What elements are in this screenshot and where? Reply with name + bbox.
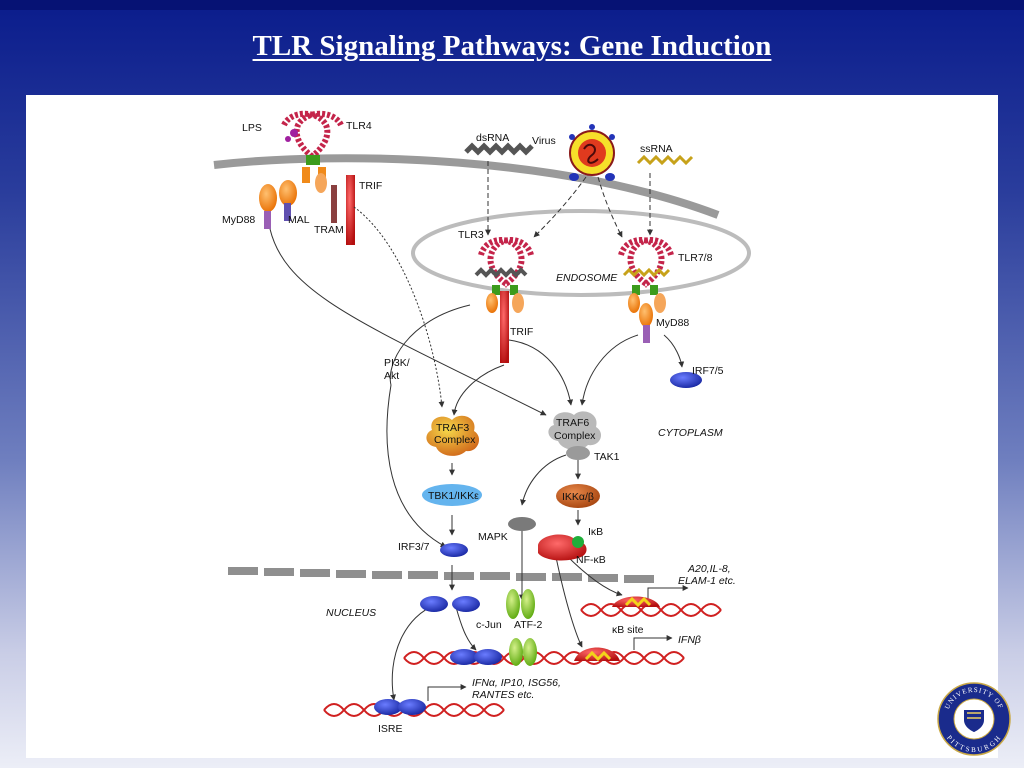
irf-dimer — [420, 596, 480, 612]
isre-irf-dimer — [374, 699, 426, 715]
slide-title: TLR Signaling Pathways: Gene Induction — [252, 30, 772, 62]
signaling-arrows — [269, 161, 685, 701]
dna-ifnb — [403, 651, 685, 665]
trif-endosome-bar — [500, 291, 509, 363]
university-seal-logo: UNIVERSITY OF PITTSBURGH — [937, 682, 1011, 756]
virus-particle — [569, 124, 615, 181]
mapk-protein — [508, 517, 536, 531]
label-tbk1: TBK1/IKKε — [428, 490, 479, 502]
label-isre: ISRE — [378, 723, 403, 735]
cell-membrane — [213, 154, 720, 219]
label-rantes: RANTES etc. — [472, 689, 534, 701]
label-cytoplasm: CYTOPLASM — [658, 427, 723, 439]
traf6-complex-shape — [548, 411, 602, 450]
label-tlr3: TLR3 — [458, 229, 484, 241]
label-traf6-complex: Complex — [554, 430, 596, 442]
label-elam1: ELAM-1 etc. — [678, 575, 736, 587]
ifnb-enhanceosome — [450, 638, 620, 666]
label-ikk: IKKα/β — [562, 491, 594, 503]
label-ifna-genes: IFNα, IP10, ISG56, — [472, 677, 561, 689]
label-a20: A20,IL-8, — [687, 563, 731, 575]
tlr78-receptor — [618, 237, 674, 343]
label-traf3: TRAF3 — [436, 422, 469, 434]
ikk-protein — [556, 484, 600, 508]
label-trif-endosome: TRIF — [510, 326, 533, 338]
irf37-protein — [440, 543, 468, 557]
label-kb-site: κB site — [612, 624, 644, 636]
label-cjun: c-Jun — [476, 619, 502, 631]
label-myd88-endosome: MyD88 — [656, 317, 689, 329]
dsrna-strand — [464, 142, 534, 156]
label-ssrna: ssRNA — [640, 143, 673, 155]
label-mal: MAL — [288, 214, 310, 226]
label-traf6: TRAF6 — [556, 417, 589, 429]
label-nfkb: NF-κB — [576, 554, 606, 566]
label-dsrna: dsRNA — [476, 132, 509, 144]
irf75-protein — [670, 372, 702, 388]
top-band — [0, 0, 1024, 10]
label-ikb: IκB — [588, 526, 603, 538]
endosome-membrane — [411, 209, 751, 297]
kb-site-marker — [624, 596, 652, 608]
tlr3-receptor — [474, 237, 534, 313]
tak1-protein — [566, 446, 590, 460]
label-mapk: MAPK — [478, 531, 508, 543]
label-myd88-membrane: MyD88 — [222, 214, 255, 226]
label-virus: Virus — [532, 135, 556, 147]
trif-membrane-bar — [346, 175, 355, 245]
label-tram: TRAM — [314, 224, 344, 236]
label-atf2: ATF-2 — [514, 619, 543, 631]
transcription-start-arrows — [427, 585, 689, 701]
nuclear-envelope — [228, 567, 654, 583]
label-lps: LPS — [242, 122, 262, 134]
ikb-protein — [572, 536, 584, 548]
tlr4-receptor — [281, 110, 344, 183]
tlr-pathway-diagram: LPS TLR4 dsRNA Virus ssRNA TRIF MyD88 MA… — [213, 110, 751, 735]
myd88-membrane-complex — [259, 173, 337, 229]
tbk1-protein — [422, 484, 482, 506]
label-akt: Akt — [384, 370, 399, 382]
label-tak1: TAK1 — [594, 451, 620, 463]
label-traf3-complex: Complex — [434, 434, 476, 446]
label-tlr78: TLR7/8 — [678, 252, 713, 264]
traf3-complex-shape — [426, 415, 480, 456]
label-tlr4: TLR4 — [346, 120, 372, 132]
label-trif-membrane: TRIF — [359, 180, 382, 192]
cjun-atf2-dimer — [506, 589, 535, 619]
label-irf75: IRF7/5 — [692, 365, 724, 377]
ssrna-strand — [636, 154, 694, 166]
label-pi3k: PI3K/ — [384, 357, 410, 369]
label-ifnb: IFNβ — [678, 634, 701, 646]
label-endosome: ENDOSOME — [556, 272, 618, 284]
label-irf37: IRF3/7 — [398, 541, 430, 553]
label-nucleus: NUCLEUS — [326, 607, 376, 619]
